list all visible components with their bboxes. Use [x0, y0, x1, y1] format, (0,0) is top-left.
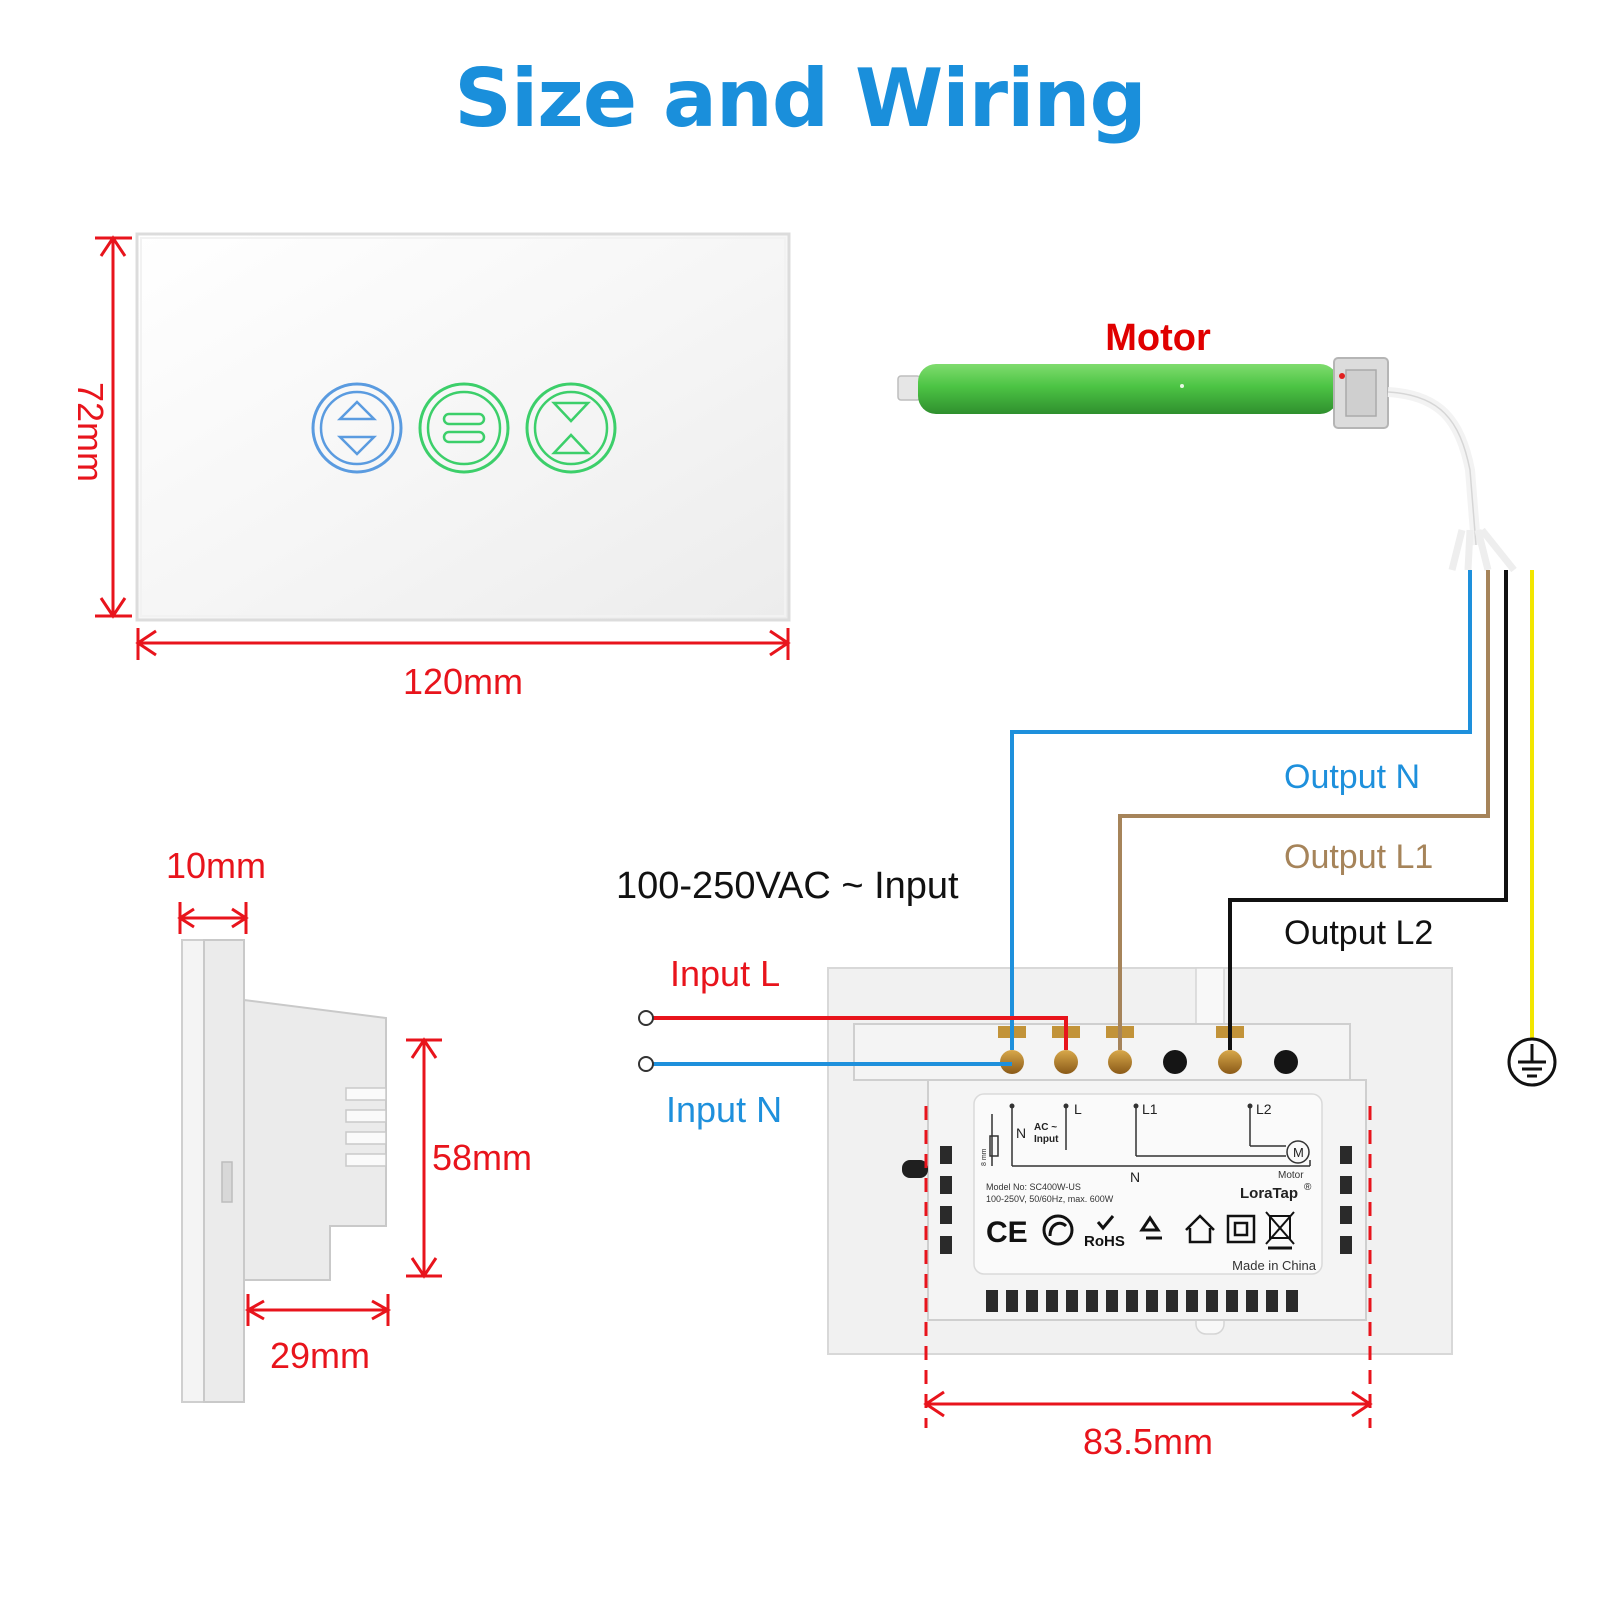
- pause-button: [418, 382, 510, 474]
- label-terminal-l1: L1: [1142, 1101, 1158, 1117]
- triangle-down-icon: [336, 435, 378, 456]
- output-l2-label: Output L2: [1284, 914, 1433, 952]
- label-motor-symbol: M: [1293, 1145, 1304, 1160]
- label-brand-mark: ®: [1304, 1182, 1312, 1193]
- page-title: Size and Wiring: [454, 52, 1147, 145]
- motor-cable: [1387, 387, 1481, 546]
- glass-panel: [135, 232, 791, 622]
- triangle-down-icon: [551, 401, 591, 423]
- side-glass: [181, 939, 205, 1403]
- back-width-dimension: [923, 1106, 1373, 1428]
- recycle-icon: [1139, 1215, 1162, 1240]
- front-height-label: 72mm: [70, 382, 111, 482]
- input-n-label: Input N: [666, 1089, 782, 1130]
- output-l1-wire: [1118, 570, 1490, 1050]
- rohs-mark-icon: RoHS: [1084, 1233, 1125, 1250]
- triangle-up-icon: [551, 433, 591, 455]
- terminal-block: [853, 1023, 1351, 1081]
- label-input: Input: [1034, 1134, 1059, 1145]
- front-height-dimension: [95, 235, 132, 619]
- triangle-up-icon: [336, 400, 378, 421]
- side-thickness-dimension: [177, 902, 249, 934]
- terminal-l1-screw: [1108, 1050, 1132, 1074]
- side-view: [181, 939, 387, 1403]
- wires: [652, 570, 1534, 1066]
- green-dot-icon: [1042, 1214, 1074, 1246]
- weee-bin-icon: [1265, 1211, 1295, 1250]
- house-icon: [1185, 1214, 1215, 1244]
- bottom-vents: [986, 1290, 1298, 1312]
- motor-body: [918, 364, 1338, 414]
- input-n-terminal-icon: [638, 1056, 654, 1072]
- label-brand: LoraTap: [1240, 1185, 1298, 1202]
- ground-icon: [1507, 1037, 1557, 1087]
- close-button: [525, 382, 617, 474]
- label-bus-n: N: [1130, 1169, 1140, 1185]
- output-n-label: Output N: [1284, 758, 1420, 796]
- side-thickness-label: 10mm: [166, 845, 266, 886]
- front-width-label: 120mm: [403, 661, 523, 702]
- back-module: L L1 L2 N AC ~ Input N M Motor 8 mm Mode…: [827, 967, 1453, 1355]
- label-ac: AC ~: [1034, 1122, 1057, 1133]
- motor-label: Motor: [1105, 317, 1211, 359]
- label-rating: 100-250V, 50/60Hz, max. 600W: [986, 1194, 1114, 1204]
- label-terminal-n: N: [1016, 1125, 1026, 1141]
- terminal-l-screw: [1054, 1050, 1078, 1074]
- label-circuit: [989, 1106, 1311, 1167]
- label-terminal-l: L: [1074, 1101, 1082, 1117]
- label-origin: Made in China: [1232, 1258, 1317, 1273]
- terminal-empty-hole: [1274, 1050, 1298, 1074]
- terminal-l2-screw: [1218, 1050, 1242, 1074]
- bar-icon: [442, 430, 486, 444]
- terminal-empty-hole: [1163, 1050, 1187, 1074]
- input-voltage-label: 100-250VAC ~ Input: [616, 865, 959, 907]
- input-l-terminal-icon: [638, 1010, 654, 1026]
- side-depth-label: 29mm: [270, 1335, 370, 1376]
- ce-mark-icon: CE: [986, 1216, 1028, 1249]
- side-depth-dimension: [244, 1294, 392, 1326]
- output-n-wire: [1010, 570, 1472, 1050]
- label-strip-length: 8 mm: [981, 1148, 988, 1166]
- front-panel: [135, 232, 791, 622]
- bar-icon: [442, 412, 486, 426]
- output-l1-label: Output L1: [1284, 838, 1433, 876]
- back-width-label: 83.5mm: [1083, 1421, 1213, 1462]
- label-motor-word: Motor: [1278, 1170, 1304, 1181]
- double-insulation-icon: [1226, 1214, 1256, 1244]
- side-height-label: 58mm: [432, 1137, 532, 1178]
- output-l2-wire: [1228, 570, 1508, 1050]
- front-width-dimension: [135, 628, 791, 660]
- side-height-dimension: [406, 1037, 442, 1279]
- label-terminal-l2: L2: [1256, 1101, 1272, 1117]
- tubular-motor: [897, 357, 1517, 573]
- up-down-button: [311, 382, 403, 474]
- input-l-label: Input L: [670, 953, 780, 994]
- input-l-wire: [652, 1016, 1068, 1050]
- label-model: Model No: SC400W-US: [986, 1182, 1081, 1192]
- side-body: [243, 998, 387, 1281]
